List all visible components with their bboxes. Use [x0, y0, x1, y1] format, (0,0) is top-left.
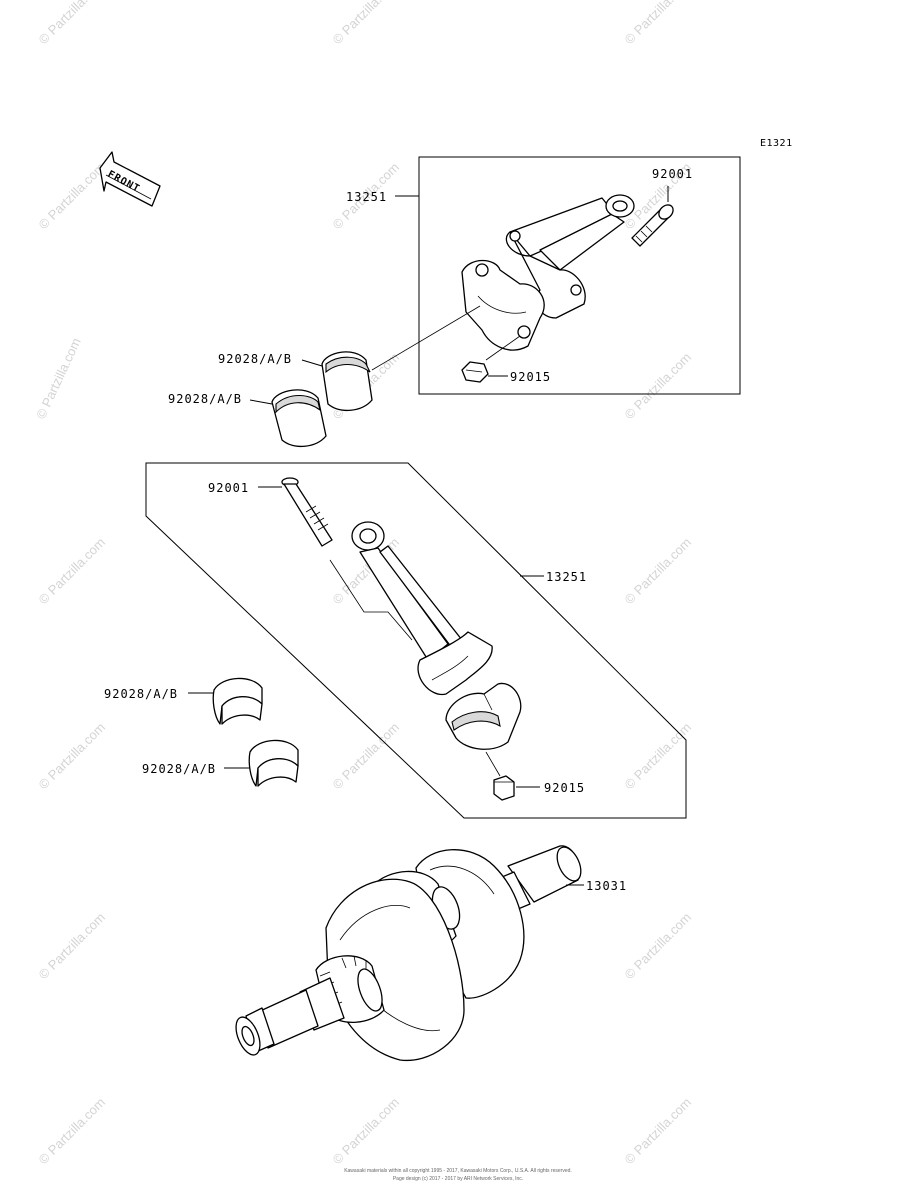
watermark: © Partzilla.com [330, 0, 403, 47]
label-13251-bottom: 13251 [546, 570, 587, 584]
watermark: © Partzilla.com [622, 350, 695, 423]
watermark: © Partzilla.com [33, 336, 84, 422]
watermark: © Partzilla.com [36, 535, 109, 608]
watermark: © Partzilla.com [36, 910, 109, 983]
front-arrow-icon: FRONT [99, 151, 161, 207]
bolt-top [631, 204, 674, 247]
footer-design: Page design (c) 2017 - 2017 by ARI Netwo… [393, 1176, 523, 1182]
label-92028-2: 92028/A/B [168, 392, 242, 406]
rod-cap-bottom [445, 682, 522, 750]
watermark: © Partzilla.com [36, 1095, 109, 1168]
connecting-rod-top [505, 194, 635, 319]
label-13031: 13031 [586, 879, 627, 893]
bearing-shell-2 [271, 389, 327, 447]
label-13251-top: 13251 [346, 190, 387, 204]
label-92028-4: 92028/A/B [142, 762, 216, 776]
crankshaft [235, 845, 582, 1062]
label-92015-bottom: 92015 [544, 781, 585, 795]
rod-cap-top [461, 259, 545, 351]
footer-copyright: Kawasaki materials within all copyright … [344, 1168, 572, 1174]
label-92001-top: 92001 [652, 167, 693, 181]
watermark: © Partzilla.com [36, 160, 109, 233]
nut-top [461, 361, 489, 383]
bearing-shell-4 [248, 739, 299, 787]
watermark: © Partzilla.com [622, 1095, 695, 1168]
rod-assembly-bottom: 13251 92001 [145, 462, 687, 819]
nut-bottom [493, 775, 515, 801]
bolt-bottom [281, 477, 333, 547]
bearing-shell-1 [321, 351, 373, 411]
watermark: © Partzilla.com [622, 0, 695, 47]
watermark: © Partzilla.com [622, 910, 695, 983]
label-92028-1: 92028/A/B [218, 352, 292, 366]
label-92001-bottom: 92001 [208, 481, 249, 495]
watermark: © Partzilla.com [622, 720, 695, 793]
connecting-rod-bottom [351, 521, 493, 695]
watermark: © Partzilla.com [330, 1095, 403, 1168]
diagram-ref-code: E1321 [760, 138, 793, 149]
bearing-shell-3 [212, 677, 263, 725]
watermark: © Partzilla.com [330, 720, 403, 793]
label-92028-3: 92028/A/B [104, 687, 178, 701]
watermark: © Partzilla.com [622, 535, 695, 608]
rod-assembly-top: 13251 92001 [346, 156, 741, 395]
watermark: © Partzilla.com [36, 720, 109, 793]
watermark: © Partzilla.com [36, 0, 109, 47]
label-92015-top: 92015 [510, 370, 551, 384]
